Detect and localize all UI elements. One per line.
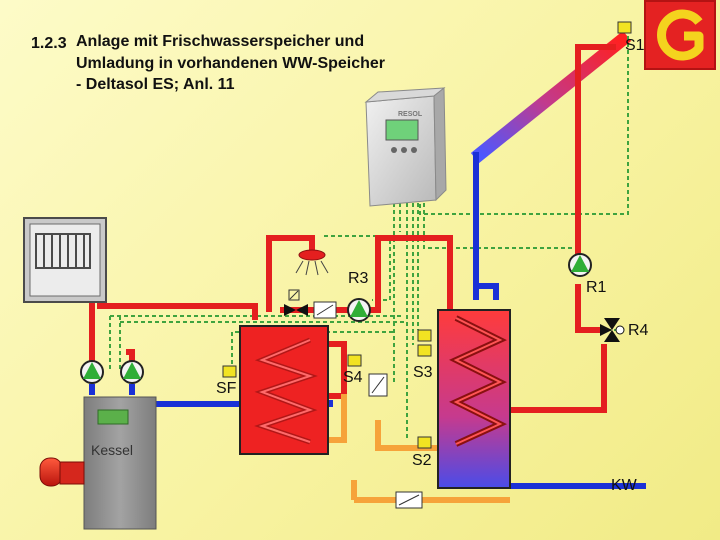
mixing-valve [368, 373, 388, 397]
controller-button-right[interactable] [411, 147, 417, 153]
controller-button-left[interactable] [391, 147, 397, 153]
solar-flow-pipe [510, 44, 616, 413]
boiler-label: Kessel [91, 442, 133, 458]
label-s4: S4 [343, 369, 363, 386]
sensor-s4 [347, 354, 362, 367]
controller-deltasol: RESOL [364, 86, 447, 207]
title-line-1: Anlage mit Frischwasserspeicher und [76, 33, 364, 50]
sensor-s1 [617, 21, 632, 34]
transfer-pump[interactable] [347, 298, 371, 322]
three-way-valve-r4[interactable] [600, 318, 625, 342]
boiler-pump-left[interactable] [80, 360, 104, 384]
label-r4: R4 [628, 322, 649, 339]
label-r3: R3 [348, 270, 369, 287]
wall-heater [23, 217, 107, 303]
boiler: Kessel [83, 396, 157, 530]
title-line-3: - Deltasol ES; Anl. 11 [76, 76, 235, 93]
shower-head [295, 249, 329, 276]
label-r1: R1 [586, 279, 607, 296]
controller-button-middle[interactable] [401, 147, 407, 153]
controller-brand: RESOL [398, 111, 423, 118]
flow-meter [313, 301, 337, 319]
label-kw: KW [611, 477, 638, 494]
label-s3: S3 [413, 364, 433, 381]
boiler-pump-right[interactable] [120, 360, 144, 384]
title-number: 1.2.3 [31, 35, 67, 52]
controller-display [385, 119, 419, 141]
label-sf: SF [216, 380, 237, 397]
check-valve [284, 289, 308, 316]
solar-collector [470, 30, 632, 164]
hot-water-tank [437, 309, 511, 489]
label-s1: S1 [625, 37, 645, 54]
solar-pump-r1[interactable] [568, 253, 592, 277]
sensor-s2 [417, 436, 432, 449]
cold-water-meter [395, 491, 423, 509]
sensor-s3-upper [417, 329, 432, 342]
burner [39, 457, 85, 487]
company-logo [644, 0, 716, 70]
label-s2: S2 [412, 452, 432, 469]
title-line-2: Umladung in vorhandenen WW-Speicher [76, 55, 385, 72]
sensor-s3-lower [417, 344, 432, 357]
solar-return-pipe [473, 152, 499, 300]
title-block: 1.2.3 Anlage mit Frischwasserspeicher un… [31, 33, 385, 93]
buffer-tank [239, 325, 329, 455]
sensor-sf [222, 365, 237, 378]
